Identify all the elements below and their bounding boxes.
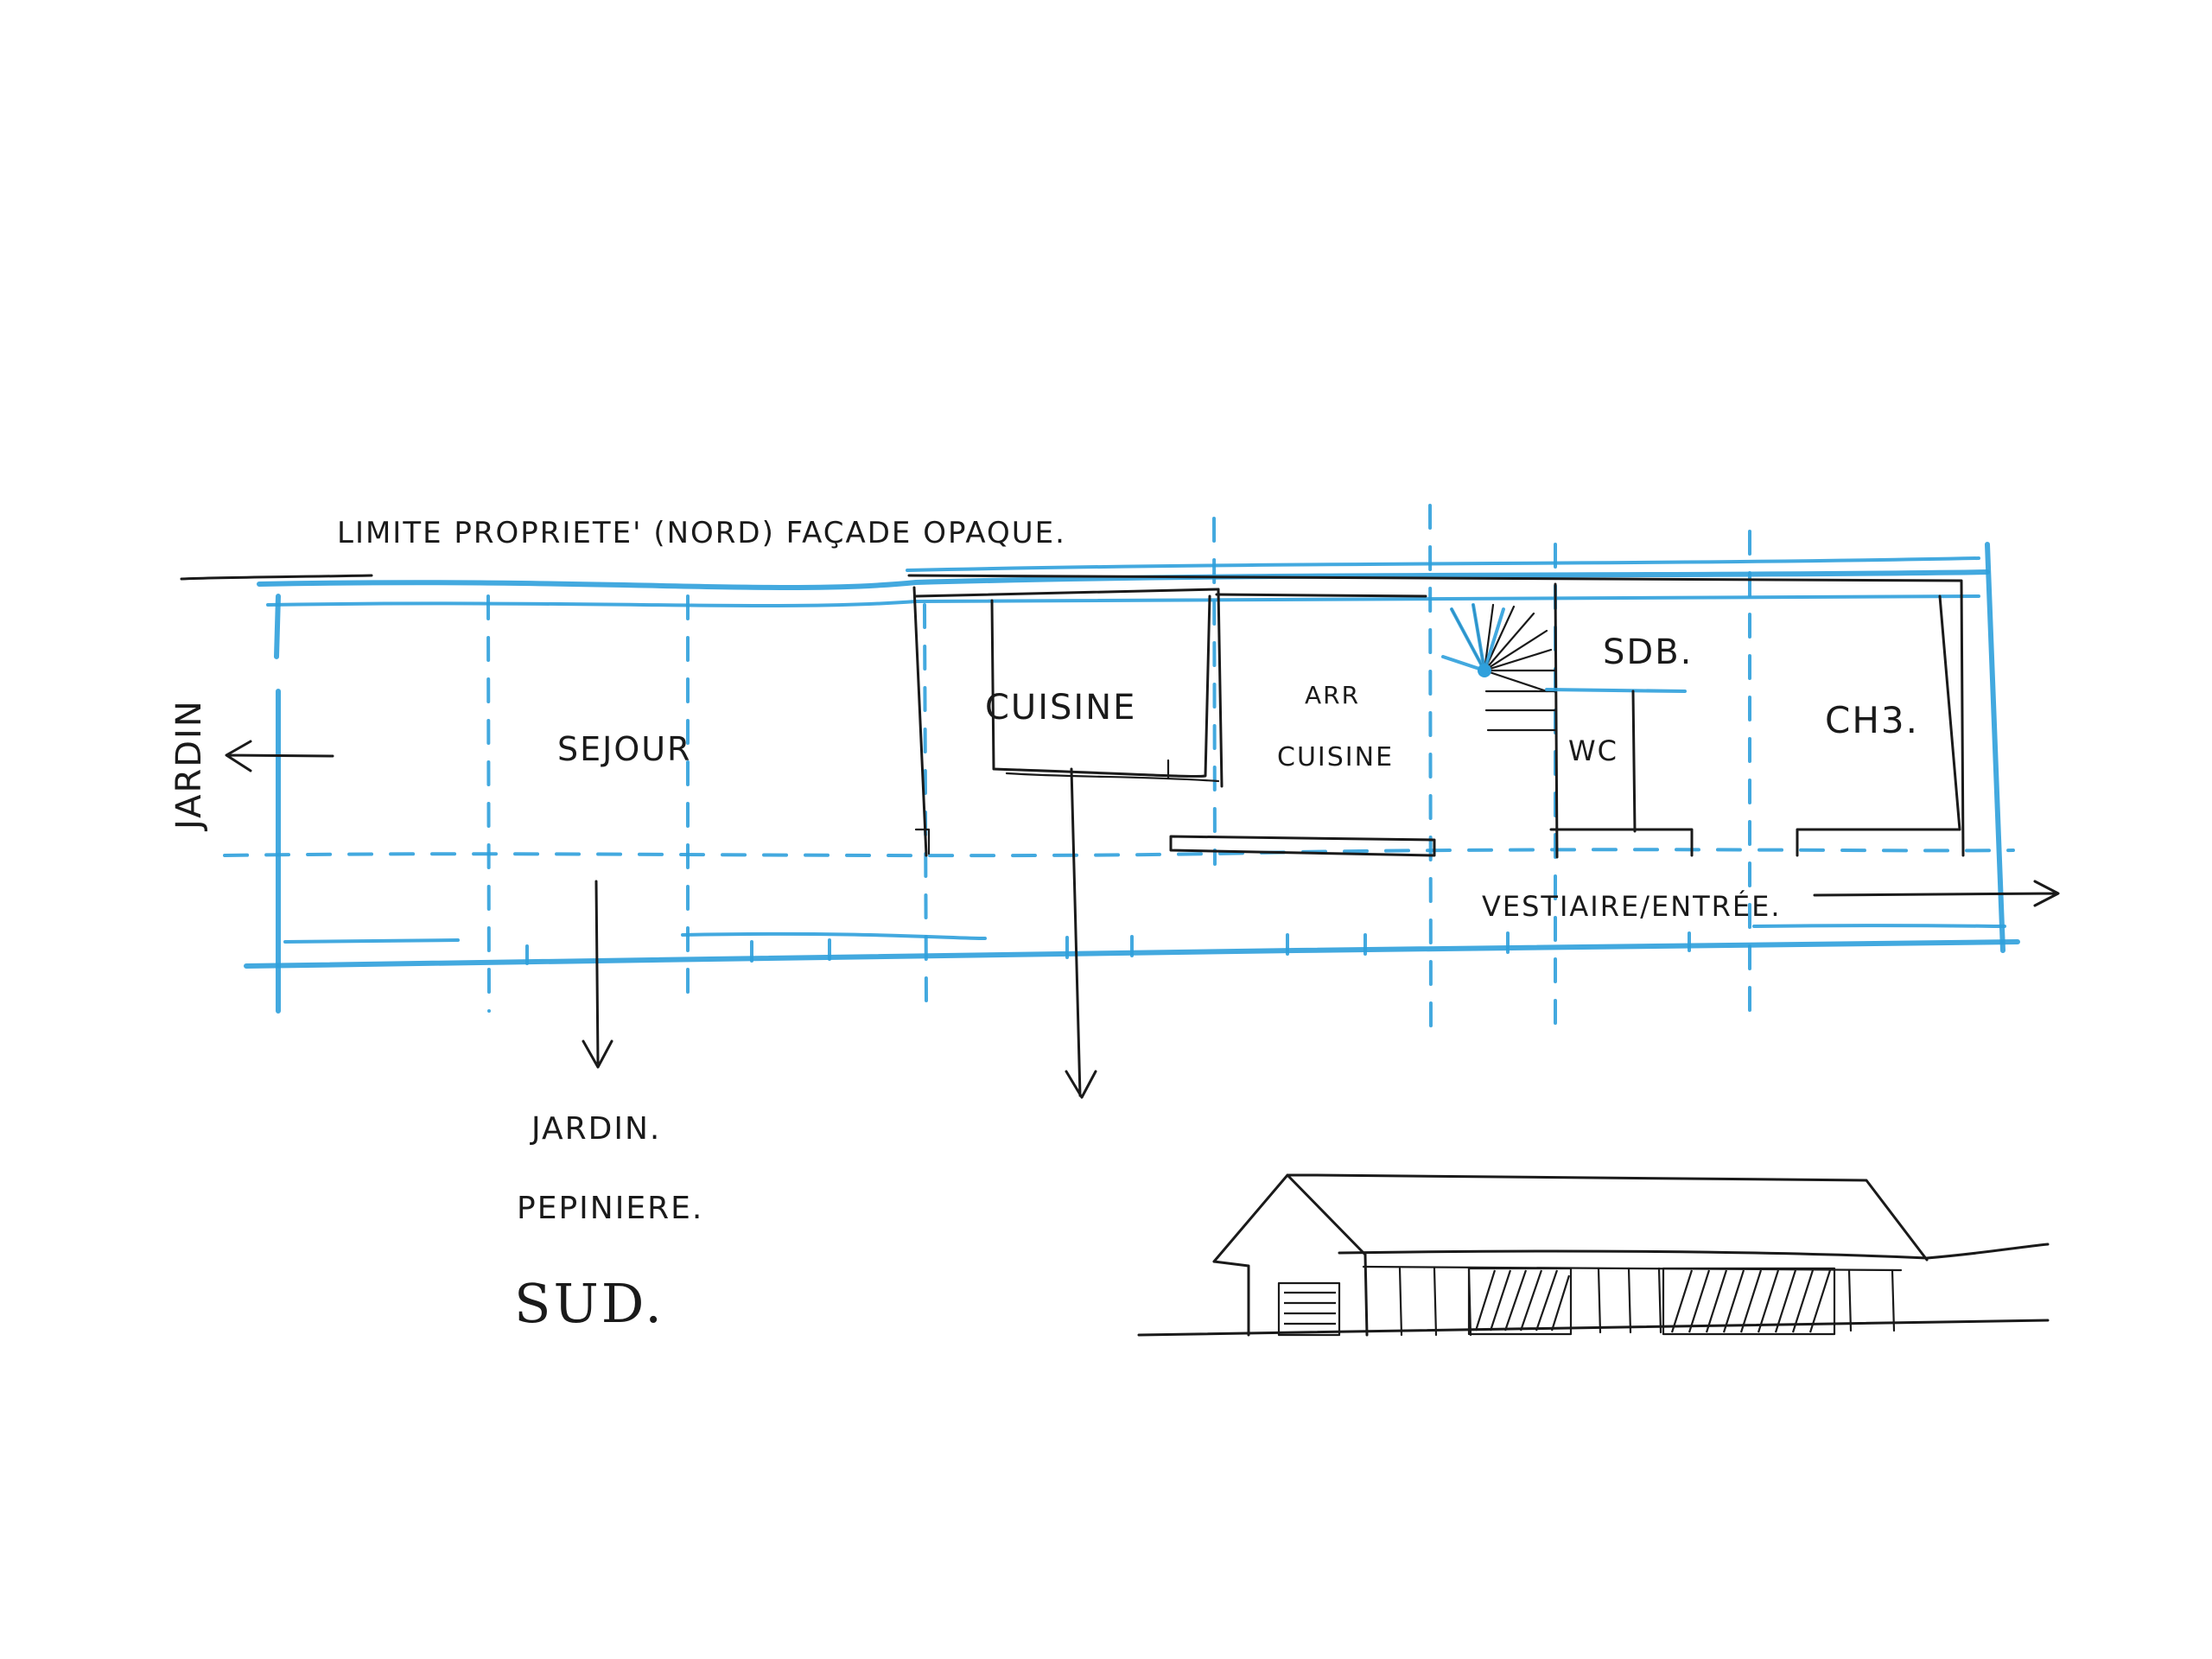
- ch3-label: CH3.: [1825, 699, 1919, 741]
- elevation-fascia: [1362, 1265, 1903, 1272]
- elevation-ground: [1137, 1319, 2050, 1337]
- elevation-gable: [1212, 1173, 1367, 1263]
- cuisine-label: CUISINE: [985, 688, 1136, 728]
- south-sud-label: SUD.: [514, 1272, 664, 1335]
- elevation-hatched-opening-1: [1467, 1267, 1573, 1336]
- blue-col-4: [923, 603, 928, 1004]
- arr-label: ARR: [1305, 681, 1360, 709]
- house-north-wall: [907, 574, 1965, 857]
- elevation-gable-window: [1277, 1281, 1341, 1337]
- elevation-long-roof: [1312, 1173, 1929, 1262]
- blue-col-1: [274, 594, 281, 1014]
- black-ink-plan: [180, 574, 2060, 1099]
- sdb-label: SDB.: [1603, 632, 1693, 672]
- blue-col-2: [486, 594, 491, 1013]
- sdb-west-wall: [1554, 582, 1559, 859]
- blue-structure-grid: [223, 504, 2020, 1039]
- blue-south-seg-1: [283, 938, 460, 944]
- property-limit-line: [180, 574, 373, 581]
- elevation-hatched-opening-2: [1662, 1267, 1836, 1336]
- blue-south-line: [244, 939, 2020, 969]
- arr-north-wall: [1215, 593, 1427, 598]
- blue-mid-dashed: [223, 848, 2015, 858]
- blue-south-seg-3: [1752, 924, 2006, 928]
- blue-north-line-2: [266, 594, 1980, 608]
- blue-south-seg-2: [681, 931, 987, 940]
- vestiaire-label: VESTIAIRE/ENTRÉE.: [1482, 890, 1782, 923]
- blue-col-6: [1428, 504, 1433, 1030]
- blue-col-5: [1212, 517, 1217, 866]
- elevation-eave: [1338, 1243, 2050, 1260]
- elevation-gable-wall-left: [1212, 1260, 1250, 1337]
- wc-south-wall: [1549, 828, 1694, 857]
- elevation-gable-wall-right: [1363, 1253, 1369, 1337]
- garden-west-label: JARDIN: [169, 699, 209, 832]
- blue-col-9: [1985, 542, 2005, 953]
- blue-north-line-3: [906, 556, 1980, 572]
- south-pepiniere-label: PEPINIERE.: [517, 1191, 703, 1226]
- stair-icon: [1441, 603, 1557, 732]
- kitchen-corner: [914, 828, 931, 855]
- blue-ticks: [525, 931, 1691, 965]
- cuisine-box: [990, 594, 1211, 778]
- north-limit-label: LIMITE PROPRIETE' (NORD) FAÇADE OPAQUE.: [337, 516, 1066, 550]
- south-garden-label: JARDIN.: [530, 1111, 661, 1147]
- wc-partition: [1631, 690, 1637, 833]
- kitchen-north-wall: [914, 588, 1220, 598]
- sdb-partition-blue: [1545, 688, 1687, 693]
- kitchen-west-wall: [912, 586, 928, 857]
- arrow-east: [1813, 880, 2060, 907]
- cuisine-dash: [1005, 772, 1220, 783]
- ch3-walls: [1796, 594, 1961, 857]
- blue-north-line: [257, 569, 1990, 590]
- sejour-label: SEJOUR: [557, 730, 691, 768]
- arr-cuisine-label: CUISINE: [1277, 742, 1394, 772]
- arrow-south-sejour: [582, 880, 613, 1069]
- arrow-south-cuisine: [1065, 767, 1097, 1099]
- cuisine-east-wall: [1217, 588, 1224, 788]
- wc-label: WC: [1568, 734, 1618, 767]
- house-elevation-sketch: [1137, 1173, 2050, 1337]
- arrow-west: [225, 740, 334, 772]
- arr-cuisine-south-wall: [1169, 835, 1436, 857]
